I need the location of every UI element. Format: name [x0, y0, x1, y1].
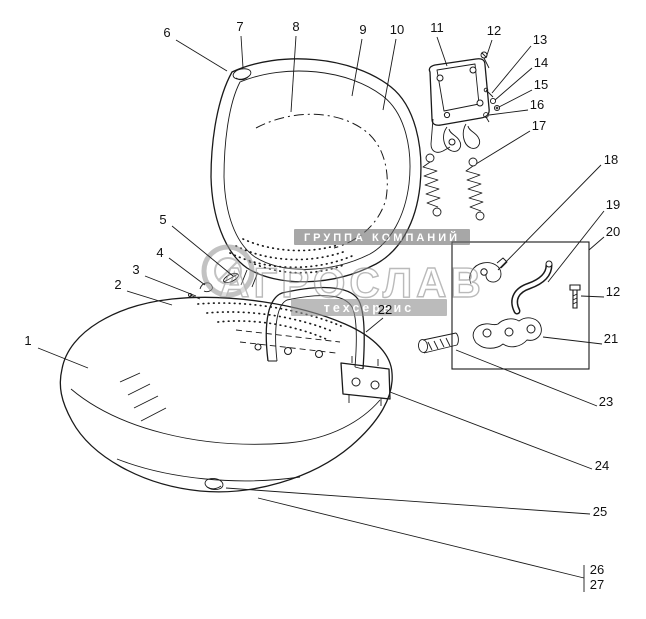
- clamp-part: [469, 257, 508, 285]
- callout-10: 10: [390, 22, 404, 37]
- callout-17: 17: [532, 118, 546, 133]
- small-fasteners: [483, 87, 501, 123]
- callout-labels: 1 2 3 4 5 6 7 8 9 10 11 12 13 14 15 16 1…: [24, 19, 620, 592]
- leader-lines: [37, 35, 605, 592]
- screw-12: [480, 51, 490, 69]
- callout-26: 26: [590, 562, 604, 577]
- callout-7: 7: [236, 19, 243, 34]
- callout-19: 19: [606, 197, 620, 212]
- watermark: ГРУППА КОМПАНИЙ АГРОСЛАВ техсервис: [201, 229, 485, 316]
- callout-23: 23: [599, 394, 613, 409]
- callout-11: 11: [430, 20, 444, 35]
- lever-part: [511, 260, 553, 315]
- callout-16: 16: [530, 97, 544, 112]
- callout-12b: 12: [606, 284, 620, 299]
- tension-springs: [422, 153, 485, 221]
- callout-22: 22: [378, 302, 392, 317]
- callout-2: 2: [114, 277, 121, 292]
- backrest-plug: [232, 68, 252, 81]
- callout-15: 15: [534, 77, 548, 92]
- latch-hook: [443, 126, 462, 152]
- seat-cushion: [59, 296, 393, 493]
- hinge-pin-part: [223, 272, 239, 284]
- watermark-top-line: ГРУППА КОМПАНИЙ: [304, 231, 460, 244]
- callout-12a: 12: [487, 23, 501, 38]
- roller-pin: [418, 332, 459, 354]
- callout-8: 8: [292, 19, 299, 34]
- callout-4: 4: [156, 245, 163, 260]
- detail-box: [451, 241, 590, 370]
- seat-backrest: [210, 58, 422, 283]
- callout-6: 6: [163, 25, 170, 40]
- mounting-plate: [428, 51, 501, 153]
- bracket-part: [472, 317, 542, 349]
- cushion-plug: [204, 477, 224, 491]
- bolt-part: [569, 284, 581, 309]
- callout-14: 14: [534, 55, 548, 70]
- callout-25: 25: [593, 504, 607, 519]
- watermark-brand: АГРОСЛАВ: [219, 259, 485, 306]
- callout-3: 3: [132, 262, 139, 277]
- watermark-bottom-line: техсервис: [324, 301, 414, 315]
- callout-27: 27: [590, 577, 604, 592]
- seat-frame: [188, 269, 391, 406]
- callout-9: 9: [359, 22, 366, 37]
- callout-20: 20: [606, 224, 620, 239]
- callout-5: 5: [159, 212, 166, 227]
- callout-21: 21: [604, 331, 618, 346]
- callout-1: 1: [24, 333, 31, 348]
- callout-13: 13: [533, 32, 547, 47]
- callout-24: 24: [595, 458, 609, 473]
- callout-18: 18: [604, 152, 618, 167]
- latch-hook-2: [462, 123, 481, 149]
- watermark-logo-icon: [201, 244, 255, 298]
